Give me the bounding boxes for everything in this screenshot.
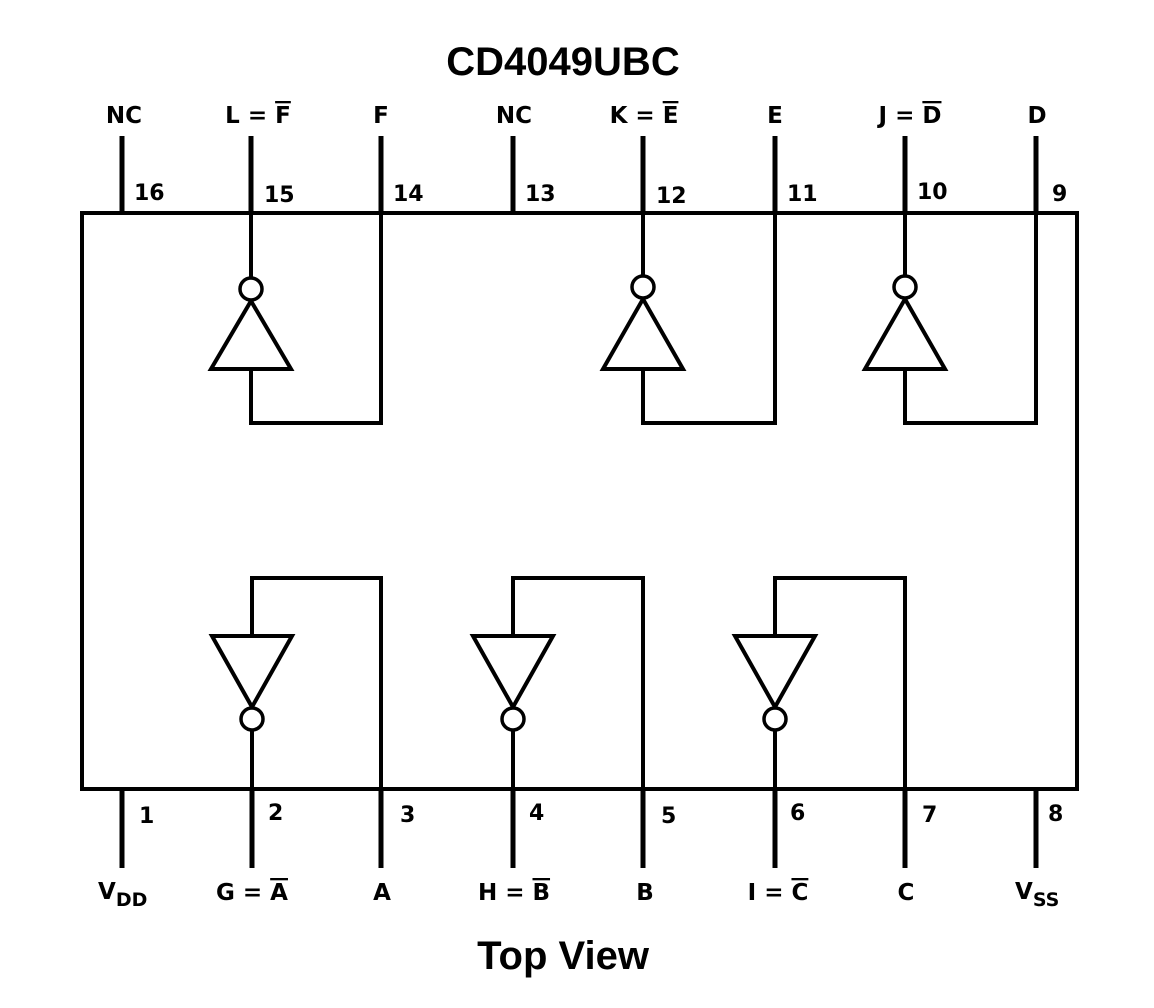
pin-number-5: 5 <box>661 804 676 829</box>
pin-number-13: 13 <box>525 182 556 207</box>
inverter-a-symbol <box>208 634 296 732</box>
pin-number-3: 3 <box>400 803 415 828</box>
pin-number-8: 8 <box>1048 802 1063 827</box>
pin-number-9: 9 <box>1052 182 1067 207</box>
pin-label-4: H = B <box>478 880 550 906</box>
inverter-f-wiring <box>249 213 383 425</box>
pin-number-16: 16 <box>134 181 165 206</box>
pin-label-15: L = F <box>225 103 291 129</box>
pin-label-5: B <box>636 880 654 906</box>
pin-label-12: K = E <box>610 103 679 129</box>
inverter-d-symbol <box>861 274 949 371</box>
pin-number-2: 2 <box>268 801 283 826</box>
inverter-c-wiring <box>773 576 907 789</box>
inverter-a-wiring <box>250 576 383 789</box>
pin-label-6: I = C <box>748 880 809 906</box>
chip-title: CD4049UBC <box>446 40 679 84</box>
pin-label-2: G = A <box>216 880 288 906</box>
inverter-b-symbol <box>469 634 557 732</box>
pin-label-11: E <box>767 103 783 129</box>
pin-label-16: NC <box>106 103 142 129</box>
inverter-e-wiring <box>641 213 777 425</box>
pin-label-10: J = D <box>877 103 942 129</box>
pin-label-13: NC <box>496 103 532 129</box>
pin-number-4: 4 <box>529 801 544 826</box>
pin-label-3: A <box>373 880 391 906</box>
inverter-b-wiring <box>511 576 645 789</box>
pin-label-8: VSS <box>1015 879 1059 911</box>
pin-number-11: 11 <box>787 182 818 207</box>
view-caption: Top View <box>477 934 650 978</box>
pin-number-1: 1 <box>139 804 154 829</box>
inverter-f-symbol <box>207 276 295 371</box>
inverter-e-symbol <box>599 274 687 371</box>
pin-label-7: C <box>898 880 915 906</box>
inverter-d-wiring <box>903 213 1038 425</box>
pin-number-7: 7 <box>922 803 937 828</box>
pin-number-12: 12 <box>656 184 687 209</box>
pin-label-14: F <box>373 103 389 129</box>
pin-label-9: D <box>1027 103 1046 129</box>
ic-body <box>80 211 1079 791</box>
pin-number-10: 10 <box>917 180 948 205</box>
pin-number-15: 15 <box>264 183 295 208</box>
pin-number-14: 14 <box>393 182 424 207</box>
pin-label-1: VDD <box>98 879 147 911</box>
inverter-c-symbol <box>731 634 819 732</box>
pin-number-6: 6 <box>790 801 805 826</box>
